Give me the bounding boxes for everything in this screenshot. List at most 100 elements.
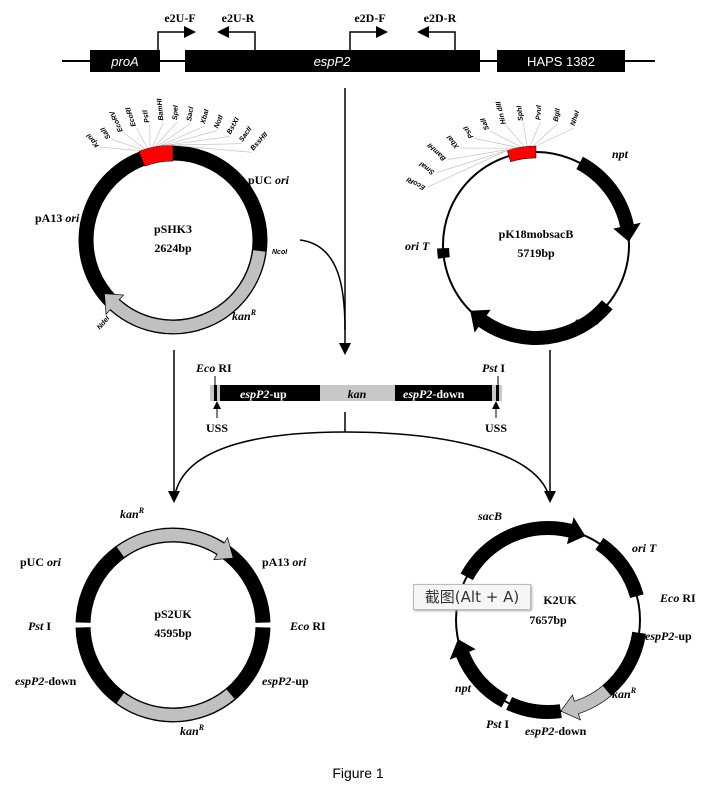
label-pa13-ori: pA13 ori (262, 555, 307, 569)
label-sacB: sacB (477, 509, 502, 523)
kanR-gene-arrow (115, 528, 234, 561)
site-EcoRI: Eco RI (195, 361, 232, 375)
figure-caption: Figure 1 (332, 765, 384, 781)
label-uss: USS (485, 421, 507, 435)
label-espP2-down: espP2-down (15, 674, 77, 688)
restriction-site-EcoRV: EcoRV (108, 108, 124, 133)
label-puc-ori: pUC ori (20, 555, 62, 569)
sacB-gene-arrow (470, 300, 613, 346)
restriction-site-PvuI: PvuI (535, 104, 543, 120)
restriction-site-EcoRI: EcoRI (125, 105, 138, 127)
site-PstI: Pst I (482, 361, 505, 375)
site-leader-line (535, 127, 575, 147)
site-EcoRI: Eco RI (289, 619, 326, 633)
plasmid-pK2UK: K2UK 7657bp sacB ori T Eco RI espP2-up k… (449, 509, 696, 738)
gene-haps1382 (497, 50, 625, 72)
kanR-gene-arrow (560, 685, 612, 721)
site-leader-line (154, 121, 178, 147)
site-PstI: Pst I (486, 717, 509, 731)
site-leader-line (169, 144, 252, 153)
mcs-region (506, 145, 537, 163)
plasmid-size: 5719bp (517, 246, 555, 260)
primer-arrow (157, 26, 196, 50)
site-leader-line (529, 121, 541, 147)
label-kanR: kanR (612, 686, 637, 701)
label-espP2-up: espP2-up (645, 629, 692, 643)
segment-kan: kan (348, 387, 367, 401)
restriction-site-SacI: SacI (186, 105, 195, 121)
restriction-site-SpeI: SpeI (172, 104, 180, 120)
plasmid-name: K2UK (543, 593, 577, 607)
label-espP2-down: espP2-down (525, 724, 587, 738)
label-kanR: kanR (180, 723, 205, 738)
site-leader-line (167, 143, 242, 146)
plasmid-name: pS2UK (154, 607, 192, 621)
espP2-down-block (506, 697, 562, 719)
label-uss: USS (206, 421, 228, 435)
label-kanR: kanR (232, 308, 257, 323)
site-leader-line (474, 138, 519, 148)
restriction-site-SalI: SalI (99, 125, 112, 140)
gene-label: proA (110, 54, 138, 69)
site-leader-line (522, 122, 528, 147)
plasmid-size: 2624bp (154, 241, 192, 255)
label-puc-ori: pUC ori (248, 173, 290, 187)
label-sacB: sacB (574, 314, 599, 328)
label-oriT: ori T (632, 541, 657, 555)
site-PstI: Pst I (28, 619, 51, 633)
psti-gap (74, 622, 92, 628)
site-leader-line (436, 149, 510, 173)
restriction-site-XbaI: XbaI (445, 133, 461, 151)
restriction-site-XbaI: XbaI (200, 108, 211, 126)
site-leader-line (152, 122, 164, 148)
site-leader-line (157, 123, 191, 147)
site-leader-line (532, 123, 558, 147)
label-kanR: kanR (120, 506, 145, 521)
oriT-block (595, 537, 644, 598)
site-leader-line (100, 146, 141, 152)
restriction-site-NotI: NotI (213, 113, 225, 129)
restriction-site-KpnI: KpnI (85, 131, 101, 148)
segment-espP2-up: espP2-up (240, 387, 287, 401)
restriction-site-PstI: PstI (142, 108, 152, 123)
kanR-gene-arrow (104, 249, 267, 334)
gene-label: HAPS 1382 (527, 54, 595, 69)
site-leader-line (489, 130, 522, 148)
site-leader-line (427, 150, 508, 188)
site-leader-line (162, 130, 218, 146)
site-leader-line (159, 125, 205, 147)
site-NdeI: NdeI (96, 314, 112, 331)
espP2-up-block (602, 631, 646, 696)
plasmid-name: pSHK3 (154, 222, 192, 236)
site-EcoRI: Eco RI (659, 591, 696, 605)
restriction-site-BglI: BglI (553, 107, 562, 122)
segment-espP2-down: espP2-down (403, 387, 465, 401)
npt-gene-arrow (449, 639, 509, 708)
restriction-site-SmaI: SmaI (418, 159, 437, 175)
restriction-site-SacII: SacII (238, 125, 254, 143)
gene-label: espP2 (314, 54, 352, 69)
npt-gene-arrow (576, 156, 641, 242)
flow-arrows (168, 88, 556, 503)
plasmid-name: pK18mobsacB (499, 227, 574, 241)
plasmid-size: 7657bp (529, 613, 567, 627)
restriction-site-SalI: SalI (479, 116, 491, 131)
primer-arrow (217, 26, 256, 50)
sacB-gene-arrow (460, 517, 586, 581)
label-espP2-up: espP2-up (262, 674, 309, 688)
kanR-gene (115, 688, 236, 722)
restriction-site-NheI: NheI (570, 109, 582, 127)
restriction-site-BssHII: BssHII (250, 131, 270, 153)
primer-arrow (417, 26, 456, 50)
site-leader-line (111, 138, 143, 151)
site-leader-line (506, 125, 525, 147)
label-npt: npt (455, 681, 472, 695)
primer-arrow (349, 26, 388, 50)
site-leader-line (164, 136, 230, 146)
ecori-gap (254, 622, 272, 628)
plasmid-size: 4595bp (154, 626, 192, 640)
gene-proA (90, 50, 160, 72)
restriction-site-BamHI: BamHI (426, 141, 448, 162)
